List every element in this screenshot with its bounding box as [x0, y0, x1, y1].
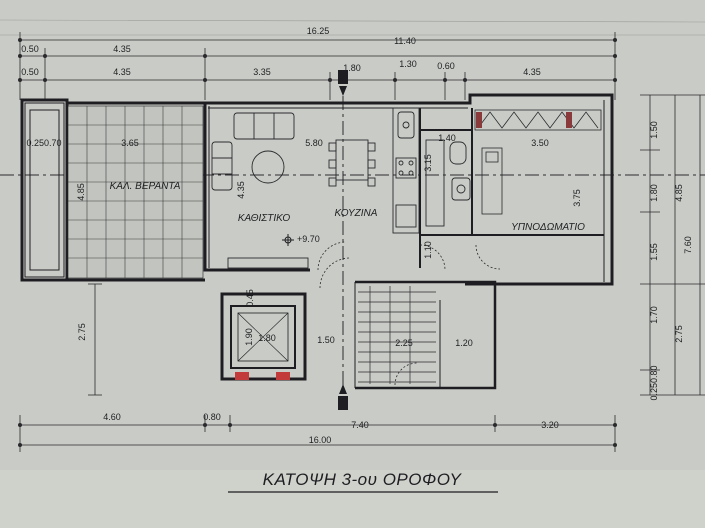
dim-right-5: 0.250.80	[649, 365, 659, 400]
dim-stair-gap: 0.45	[245, 289, 255, 307]
veranda-tiles	[67, 105, 204, 279]
dim-bath-depth: 3.15	[423, 154, 433, 172]
dim-top-r1-b: 4.35	[113, 44, 131, 54]
dim-veranda-depth: 4.85	[76, 183, 86, 201]
dim-right-4: 1.70	[649, 306, 659, 324]
dim-top-r1-a: 0.50	[21, 44, 39, 54]
section-arrow-bottom: B	[338, 384, 348, 410]
section-arrow-top: B	[338, 70, 348, 96]
bedroom-wardrobe	[474, 109, 602, 215]
dim-veranda-width: 3.65	[121, 138, 139, 148]
dim-veranda-side: 0.250.70	[26, 138, 61, 148]
top-dimension-lines	[19, 32, 616, 100]
door-swings	[317, 241, 501, 271]
dim-right-1: 1.50	[649, 121, 659, 139]
right-dimension-lines	[640, 94, 705, 396]
dim-top-r2-d: 1.80	[343, 63, 361, 73]
dim-door-a: 1.10	[423, 241, 433, 259]
stair-treads	[358, 286, 436, 384]
living-furniture	[211, 112, 309, 269]
dim-top-r2-e: 1.30	[399, 59, 417, 69]
dim-lift-depth: 1.90	[244, 328, 254, 346]
dim-landing: 1.50	[317, 335, 335, 345]
dim-stair-side: 1.20	[455, 338, 473, 348]
dim-top-r2-a: 0.50	[21, 67, 39, 77]
level-mark: +9.70	[297, 234, 320, 244]
dim-lift-width: 1.80	[258, 333, 276, 343]
dim-bedroom-width: 3.50	[531, 138, 549, 148]
dim-right-mid-2: 2.75	[674, 325, 684, 343]
dim-bottom-3: 7.40	[351, 420, 369, 430]
dim-top-r2-f: 0.60	[437, 61, 455, 71]
dim-top-r2-b: 4.35	[113, 67, 131, 77]
dim-top-r2-c: 3.35	[253, 67, 271, 77]
dim-stair-run: 2.25	[395, 338, 413, 348]
dim-bottom-4: 3.20	[541, 420, 559, 430]
interior-walls	[419, 108, 604, 268]
stair-core	[220, 280, 497, 390]
room-label-living: ΚΑΘΙΣΤΙΚΟ	[238, 213, 290, 224]
section-label-bottom: B	[338, 400, 348, 406]
drawing-title: ΚΑΤΟΨΗ 3-ου ΟΡΟΦΟΥ	[263, 470, 463, 489]
dim-bottom-2: 0.80	[203, 412, 221, 422]
dim-kitchen-width: 5.80	[305, 138, 323, 148]
dim-left: 2.75	[77, 323, 87, 341]
dim-bottom-1: 4.60	[103, 412, 121, 422]
level-marker	[282, 234, 294, 246]
room-label-kitchen: ΚΟΥΖΙΝΑ	[335, 208, 378, 219]
dim-overall-top: 16.25	[307, 26, 330, 36]
dim-top-r1-c: 11.40	[394, 36, 416, 46]
dim-bath-width: 1.40	[438, 133, 456, 143]
room-label-veranda: ΚΑΛ. ΒΕΡΑΝΤΑ	[110, 181, 181, 192]
dim-bedroom-depth: 3.75	[572, 189, 582, 207]
section-label-top: B	[338, 75, 348, 81]
dim-right-mid-1: 4.85	[674, 184, 684, 202]
dim-right-outer: 7.60	[683, 236, 693, 254]
dim-top-r2-g: 4.35	[523, 67, 541, 77]
dim-right-3: 1.55	[649, 243, 659, 261]
dim-right-2: 1.80	[649, 184, 659, 202]
dim-living-depth: 4.35	[236, 181, 246, 199]
exterior-walls	[20, 93, 614, 286]
room-label-bedroom: ΥΠΝΟΔΩΜΑΤΙΟ	[511, 222, 585, 233]
bath-fixtures	[425, 139, 471, 227]
dim-bottom-overall: 16.00	[309, 435, 332, 445]
